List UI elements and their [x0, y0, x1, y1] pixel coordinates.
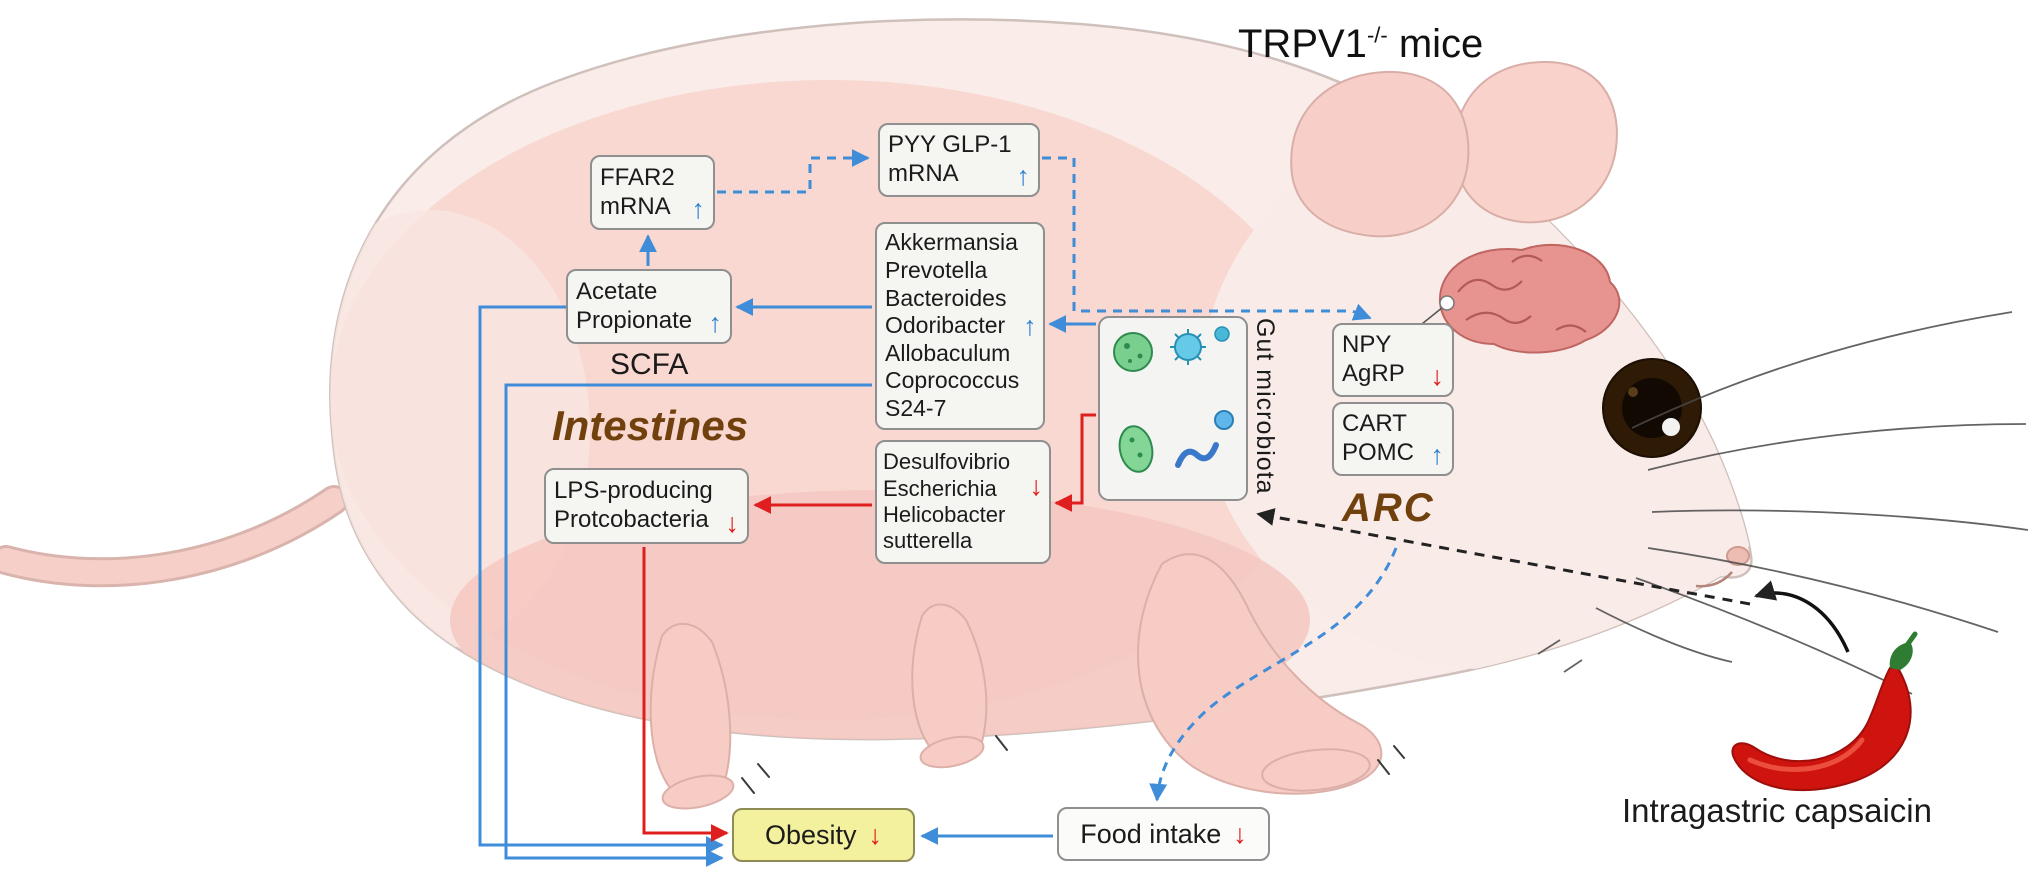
- food-intake-box: Food intake ↓: [1057, 807, 1270, 861]
- intestines-label: Intestines: [552, 402, 749, 449]
- npy-agrp-box: NPY AgRP ↓: [1332, 323, 1454, 397]
- red-arrows: [642, 413, 1096, 842]
- obesity-box: Obesity ↓: [732, 808, 915, 862]
- blue-dashed-arrows: [717, 149, 1398, 802]
- beneficial-bacteria-text: Akkermansia Prevotella Bacteroides Odori…: [885, 229, 1020, 421]
- pyy-glp1-box: PYY GLP-1 mRNA ↑: [878, 123, 1040, 197]
- pathogenic-bacteria-box: Desulfovibrio Escherichia Helicobacter s…: [875, 440, 1051, 564]
- up-arrow-glyph: ↑: [1016, 161, 1031, 191]
- diagram-title: TRPV1-/- mice: [1238, 22, 1483, 67]
- brain-icon: [1411, 243, 1621, 354]
- up-arrow-glyph: ↑: [691, 194, 706, 224]
- pyy-glp1-text: PYY GLP-1 mRNA: [888, 131, 1012, 187]
- cart-pomc-text: CART POMC: [1342, 410, 1414, 466]
- eye-icon: [1602, 358, 1702, 458]
- title-gene: TRPV1: [1238, 22, 1367, 66]
- scfa-box: Acetate Propionate ↑: [566, 269, 732, 344]
- arc-label: ARC: [1342, 486, 1435, 530]
- up-arrow-glyph: ↑: [708, 308, 723, 338]
- pathway-arrows: [478, 149, 1850, 867]
- nose-icon: [1695, 546, 1750, 588]
- mouse-legs: [649, 553, 1383, 810]
- title-suffix: mice: [1387, 22, 1484, 66]
- capsaicin-to-gut-arrow: [1256, 508, 1751, 606]
- gut-microbiota-illustration: [1098, 316, 1248, 501]
- up-arrow-glyph: ↑: [1430, 440, 1445, 470]
- lps-box: LPS-producing Protcobacteria ↓: [544, 468, 749, 544]
- mouse-ears: [1290, 60, 1618, 238]
- down-arrow-glyph: ↓: [1430, 361, 1445, 391]
- blue-solid-arrows: [478, 234, 1096, 867]
- scfa-text: Acetate Propionate: [576, 277, 693, 334]
- whiskers: [1537, 311, 2029, 695]
- obesity-label: Obesity: [764, 819, 857, 850]
- ffar2-text: FFAR2 mRNA: [600, 163, 675, 220]
- title-knockout-superscript: -/-: [1366, 22, 1388, 48]
- pathogenic-bacteria-text: Desulfovibrio Escherichia Helicobacter s…: [883, 449, 1011, 554]
- down-arrow-glyph: ↓: [1233, 818, 1247, 849]
- lps-text: LPS-producing Protcobacteria: [554, 477, 713, 533]
- claw-marks: [741, 735, 1405, 794]
- mouse-tail: [0, 485, 349, 588]
- up-arrow-glyph: ↑: [1023, 310, 1037, 341]
- npy-agrp-text: NPY AgRP: [1342, 331, 1405, 387]
- intragastric-capsaicin-label: Intragastric capsaicin: [1622, 792, 1932, 829]
- capsaicin-ingestion-arrow: [1753, 580, 1850, 653]
- beneficial-bacteria-box: Akkermansia Prevotella Bacteroides Odori…: [875, 222, 1045, 430]
- gut-microbiota-label: Gut microbiota: [1251, 318, 1279, 495]
- chili-pepper-icon: [1731, 631, 1918, 792]
- cart-pomc-box: CART POMC ↑: [1332, 402, 1454, 476]
- scfa-label: SCFA: [610, 348, 689, 381]
- down-arrow-glyph: ↓: [868, 819, 883, 850]
- down-arrow-glyph: ↓: [725, 508, 740, 538]
- down-arrow-glyph: ↓: [1029, 470, 1044, 501]
- ffar2-box: FFAR2 mRNA ↑: [590, 155, 715, 230]
- food-intake-label: Food intake: [1080, 818, 1222, 849]
